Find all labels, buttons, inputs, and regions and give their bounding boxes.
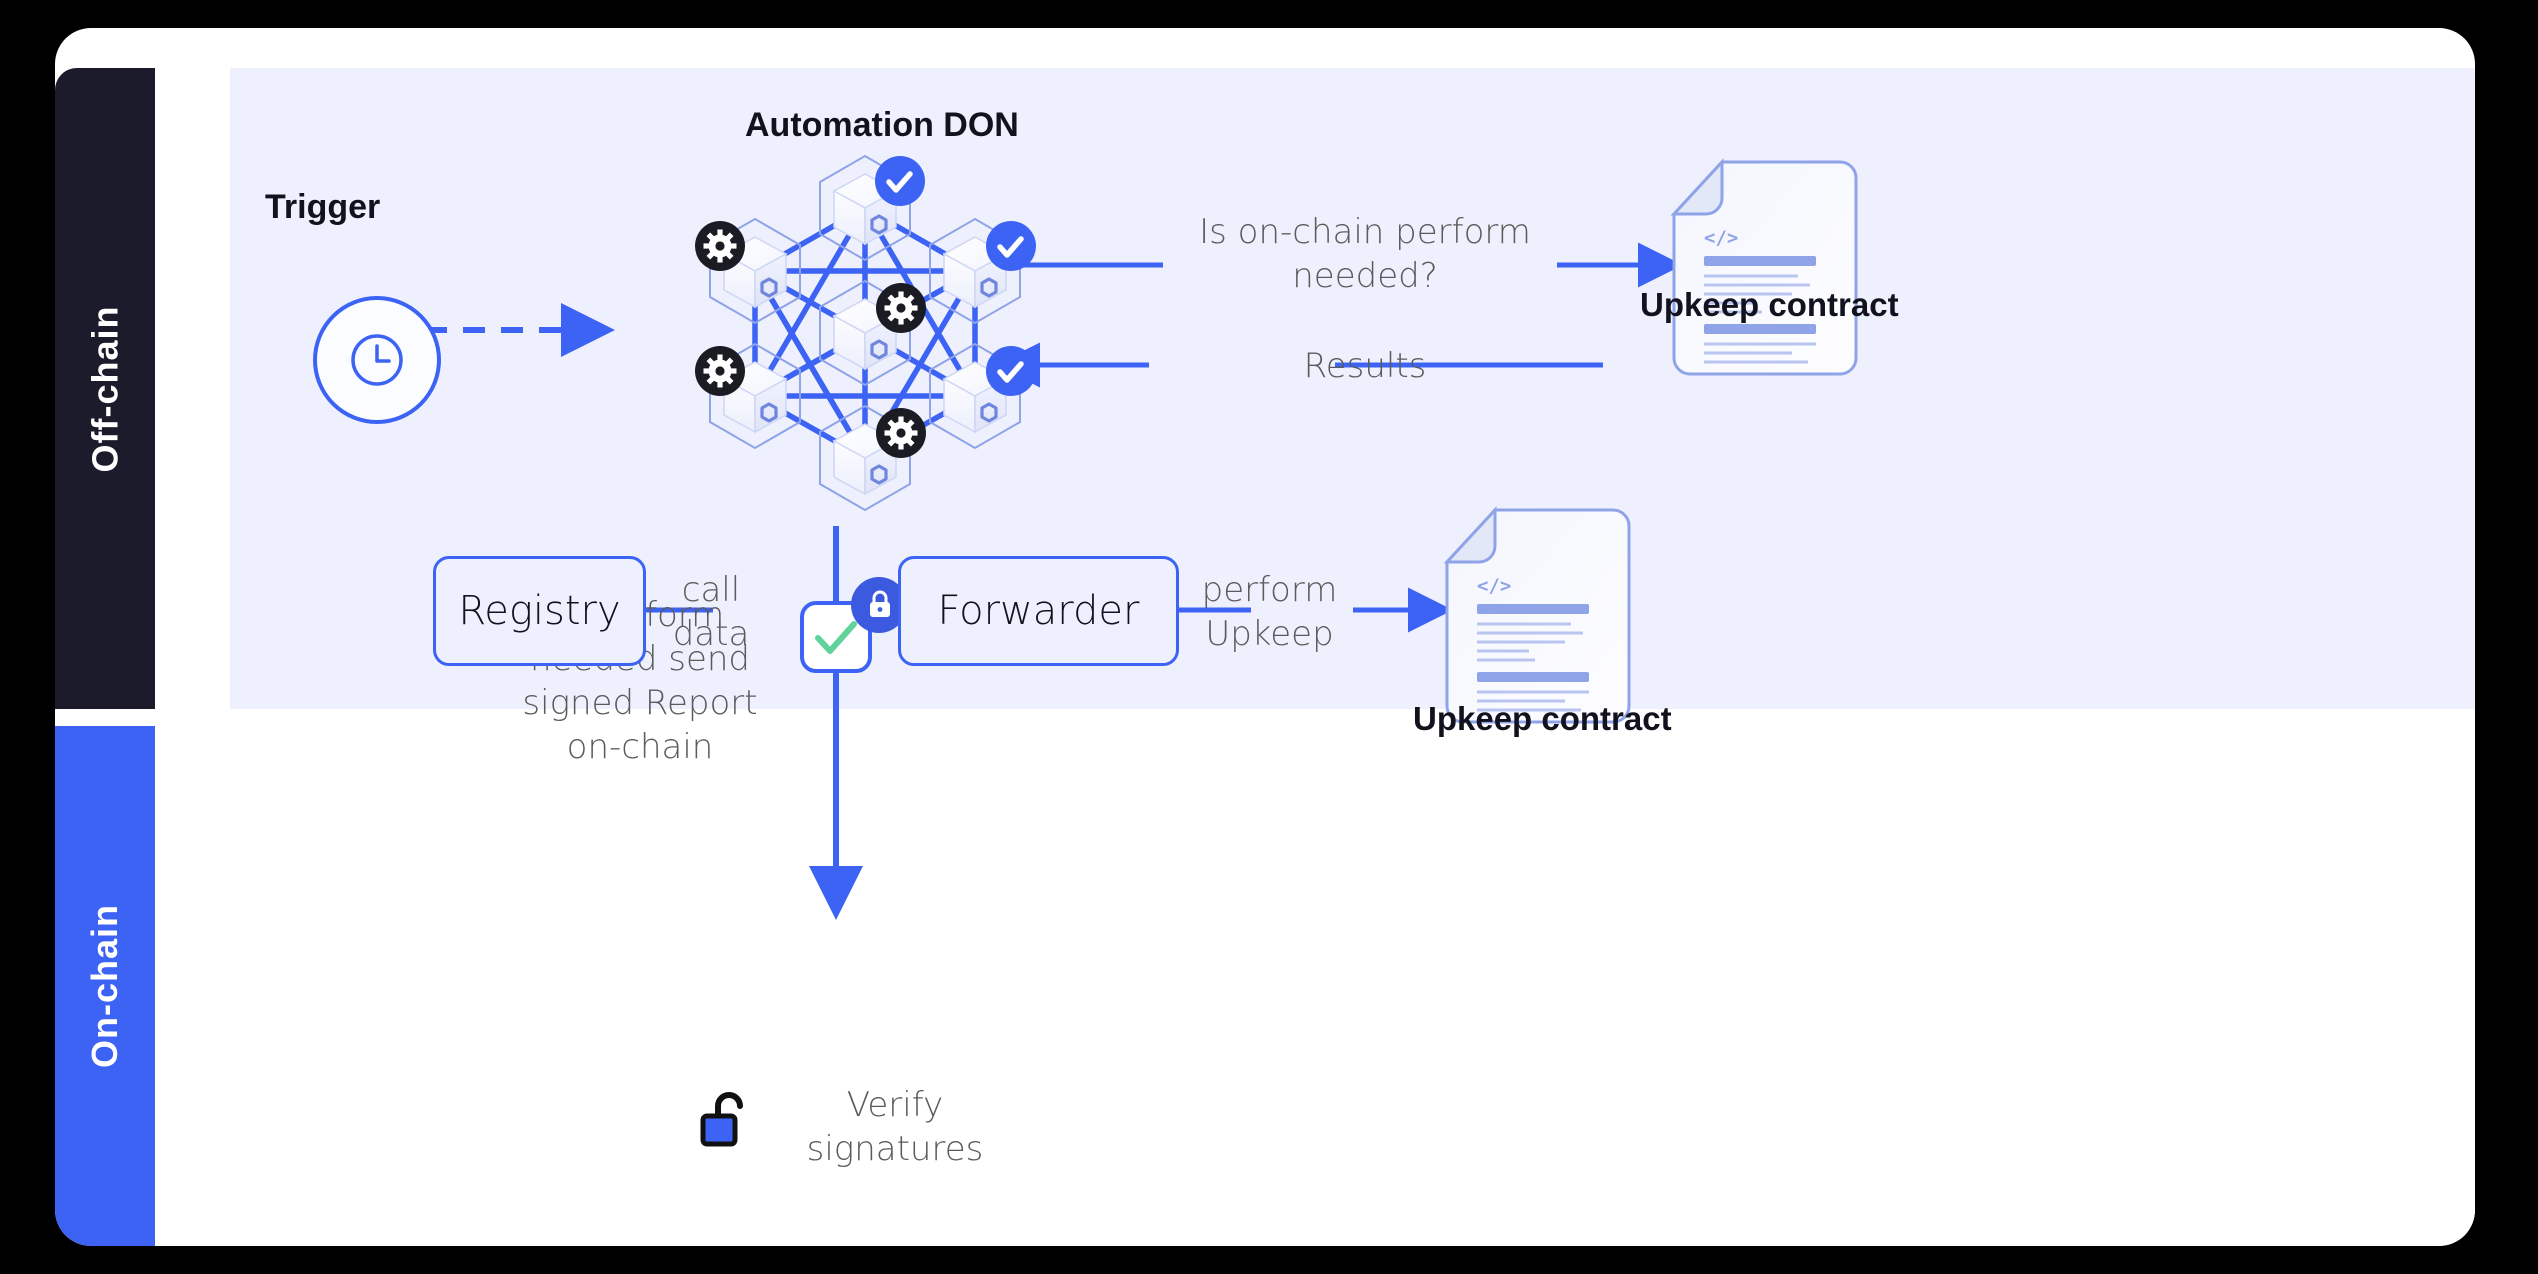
- svg-text:</>: </>: [1477, 575, 1511, 597]
- call-data-label: call data: [651, 568, 771, 656]
- trigger-title: Trigger: [265, 188, 381, 226]
- perform-upkeep-line2: Upkeep: [1205, 614, 1334, 654]
- offchain-upkeep-contract-icon: </>: [1670, 158, 1858, 376]
- perform-upkeep-line1: perform: [1201, 570, 1338, 610]
- node-upper-right: [929, 217, 1021, 325]
- results-label: Results: [1303, 346, 1427, 386]
- node-bottom: [819, 404, 911, 512]
- call-data-line1: call: [681, 570, 741, 610]
- query-label-line1: Is on-chain perform: [1199, 212, 1531, 252]
- lock-open-icon: [700, 1092, 743, 1147]
- query-label-line2: needed?: [1292, 256, 1438, 296]
- node-upper-right-check-badge: [986, 221, 1036, 271]
- lock-closed-icon: [870, 590, 890, 617]
- send-report-line3: signed Report: [522, 683, 758, 723]
- green-check-icon: [815, 621, 857, 654]
- on-chain-lane-background: [230, 709, 2475, 1246]
- verify-signatures-label: Verify signatures: [765, 1083, 1025, 1171]
- send-report-line4: on-chain: [566, 727, 714, 767]
- query-label: Is on-chain perform needed?: [1165, 210, 1565, 298]
- registry-box[interactable]: Registry: [433, 556, 646, 666]
- don-badges: [695, 156, 1036, 458]
- call-data-line2: data: [672, 614, 750, 654]
- perform-upkeep-label: perform Upkeep: [1187, 568, 1352, 656]
- node-upper-left-gear-badge: [695, 221, 745, 271]
- node-center-gear-badge: [876, 283, 926, 333]
- forwarder-label: Forwarder: [937, 588, 1140, 634]
- onchain-upkeep-contract-label: Upkeep contract: [1413, 700, 1672, 737]
- don-title: Automation DON: [745, 106, 1019, 144]
- node-lower-left-gear-badge: [695, 346, 745, 396]
- don-nodes: [709, 154, 1021, 512]
- node-bottom-gear-badge: [876, 408, 926, 458]
- automation-don-network: [695, 154, 1036, 512]
- svg-text:</>: </>: [1704, 227, 1738, 249]
- on-chain-lane-text: On-chain: [84, 903, 126, 1069]
- clock-icon: [351, 334, 403, 386]
- verify-line2: signatures: [806, 1129, 984, 1169]
- verify-line1: Verify: [846, 1085, 944, 1125]
- off-chain-lane-label: Off-chain: [55, 68, 155, 709]
- onchain-upkeep-contract-icon: </>: [1443, 506, 1631, 724]
- node-lower-right-check-badge: [986, 346, 1036, 396]
- off-chain-lane-text: Off-chain: [84, 305, 125, 472]
- registry-label: Registry: [458, 588, 621, 634]
- node-top-check-badge: [875, 156, 925, 206]
- offchain-upkeep-contract-label: Upkeep contract: [1640, 286, 1899, 323]
- on-chain-lane-label: On-chain: [55, 726, 155, 1246]
- forwarder-box[interactable]: Forwarder: [898, 556, 1179, 666]
- diagram-card: Off-chain On-chain: [55, 28, 2475, 1246]
